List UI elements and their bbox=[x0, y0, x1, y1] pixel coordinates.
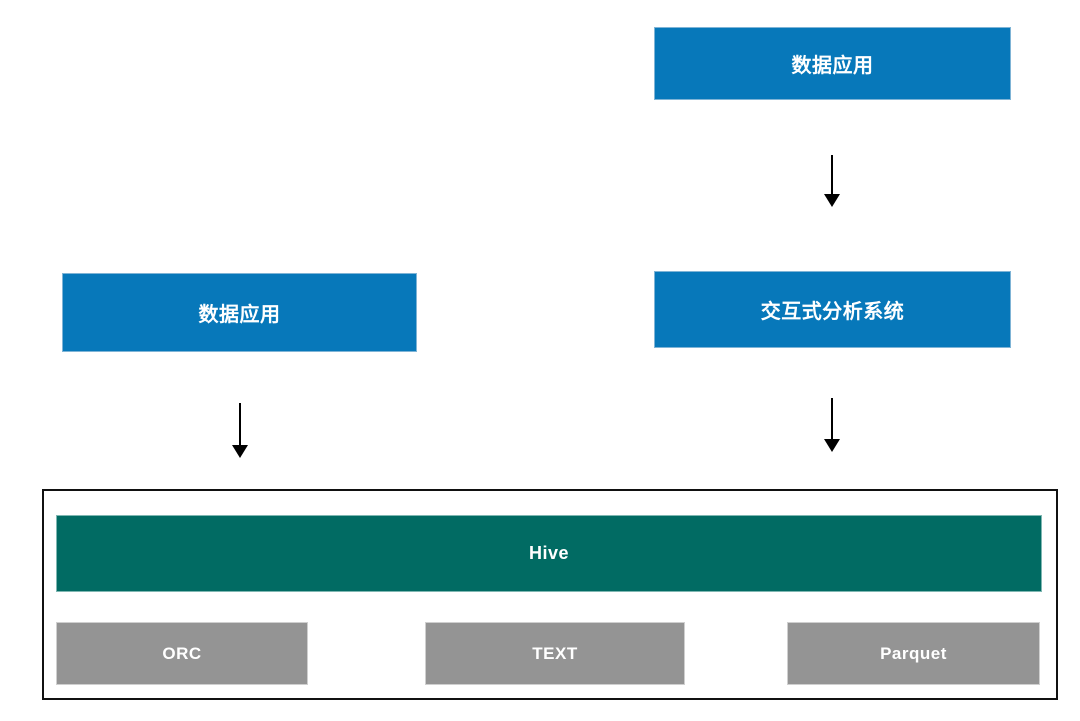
node-hive: Hive bbox=[56, 515, 1042, 592]
node-interactive-analysis-label: 交互式分析系统 bbox=[760, 301, 905, 323]
arrow-stem bbox=[831, 398, 833, 439]
node-orc: ORC bbox=[56, 622, 308, 685]
node-hive-label: Hive bbox=[528, 543, 570, 563]
hive-storage-container: Hive ORC TEXT Parquet bbox=[42, 489, 1058, 700]
node-text: TEXT bbox=[425, 622, 685, 685]
node-data-app-left: 数据应用 bbox=[62, 273, 417, 352]
arrow-head bbox=[824, 439, 840, 452]
arrow-down-icon bbox=[824, 398, 840, 452]
arrow-head bbox=[232, 445, 248, 458]
arrow-down-icon bbox=[232, 403, 248, 458]
node-parquet-label: Parquet bbox=[880, 643, 947, 663]
arrow-down-icon bbox=[824, 155, 840, 207]
node-data-app-left-label: 数据应用 bbox=[198, 304, 281, 326]
node-data-app-top-label: 数据应用 bbox=[791, 55, 874, 77]
node-interactive-analysis: 交互式分析系统 bbox=[654, 271, 1011, 348]
node-parquet: Parquet bbox=[787, 622, 1040, 685]
arrow-head bbox=[824, 194, 840, 207]
node-data-app-top: 数据应用 bbox=[654, 27, 1011, 100]
node-orc-label: ORC bbox=[162, 643, 202, 663]
arrow-stem bbox=[831, 155, 833, 194]
node-text-label: TEXT bbox=[532, 643, 578, 663]
arrow-stem bbox=[239, 403, 241, 445]
